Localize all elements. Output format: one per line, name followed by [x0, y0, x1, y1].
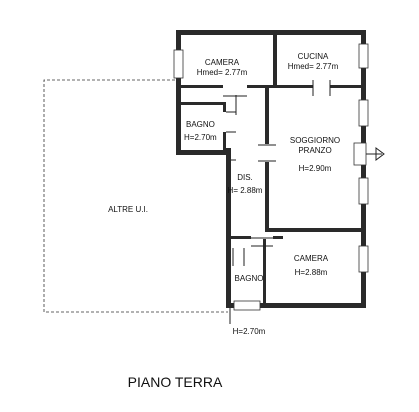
dis-height: H= 2.88m: [228, 186, 263, 195]
soggiorno-name-2: PRANZO: [298, 146, 331, 155]
entrance-marker: [353, 142, 385, 166]
bagno-top-name: BAGNO: [186, 120, 215, 129]
windows: [173, 43, 369, 311]
soggiorno-name: SOGGIORNO: [290, 136, 340, 145]
altre-ui-name: ALTRE U.I.: [108, 205, 148, 214]
camera-top-height: Hmed= 2.77m: [197, 68, 248, 77]
cucina-name: CUCINA: [298, 52, 329, 61]
dis-name: DIS.: [237, 173, 253, 182]
plan-title: PIANO TERRA: [128, 374, 223, 390]
soggiorno-height: H=2.90m: [299, 164, 332, 173]
bagno-bottom-name: BAGNO: [235, 274, 264, 283]
camera-bottom-height: H=2.88m: [295, 268, 328, 277]
cucina-height: Hmed= 2.77m: [288, 62, 339, 71]
doors: [223, 80, 331, 266]
bagno-top-height: H=2.70m: [184, 133, 217, 142]
camera-bottom-name: CAMERA: [294, 254, 329, 263]
interior-walls: [181, 35, 361, 303]
altre-ui-outline: [43, 79, 228, 313]
bagno-bottom-height: H=2.70m: [233, 327, 266, 336]
camera-top-name: CAMERA: [205, 58, 240, 67]
outer-walls: [176, 30, 366, 308]
